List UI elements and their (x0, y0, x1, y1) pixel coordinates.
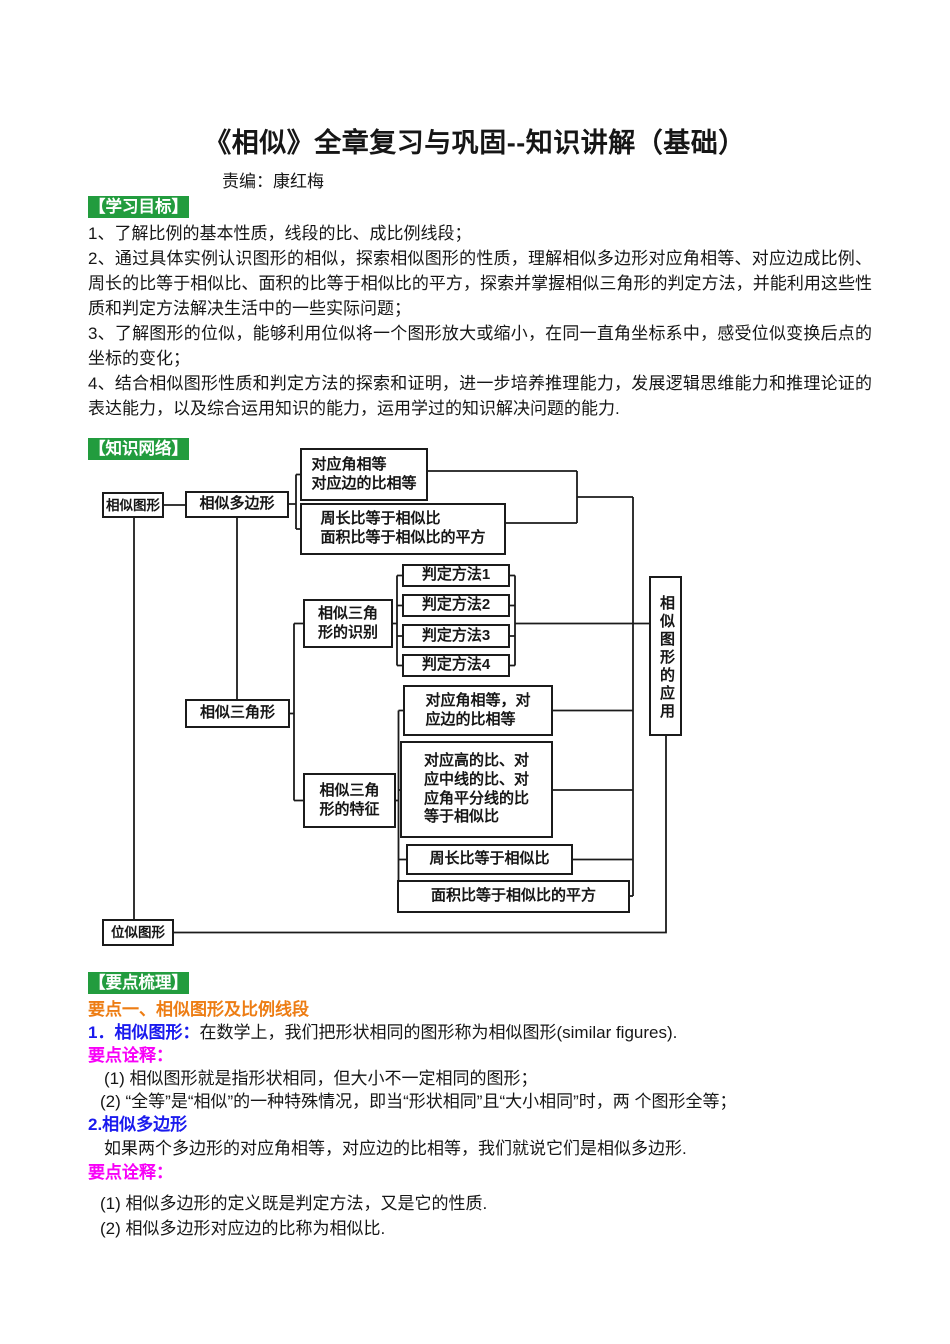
notes-label: 要点诠释： (88, 1163, 173, 1182)
note-item: (2) 相似多边形对应边的比称为相似比. (100, 1219, 386, 1238)
notes-label: 要点诠释： (88, 1046, 173, 1065)
note-item: (2) “全等”是“相似”的一种特殊情况，即当“形状相同”且“大小相同”时，两 … (100, 1092, 737, 1111)
diagram-box-feat-area: 面积比等于相似比的平方 (397, 880, 630, 913)
diagram-box-method3: 判定方法3 (402, 624, 510, 648)
keypoint-2: 2.相似多边形 (88, 1113, 872, 1136)
section-heading-keypoints: 【要点梳理】 (88, 972, 189, 994)
note-item: (1) 相似多边形的定义既是判定方法，又是它的性质. (100, 1194, 488, 1213)
diagram-box-application: 相似图形的应用 (649, 576, 682, 736)
byline: 责编：康红梅 (222, 172, 324, 191)
diagram-box-similar-polygons: 相似多边形 (185, 491, 289, 518)
document-page: 《相似》全章复习与巩固--知识讲解（基础） 责编：康红梅 【学习目标】 1、了解… (0, 128, 950, 1238)
goal-item: 2、通过具体实例认识图形的相似，探索相似图形的性质，理解相似多边形对应角相等、对… (88, 249, 872, 318)
section-keypoints: 【要点梳理】 (88, 972, 872, 994)
page-title: 《相似》全章复习与巩固--知识讲解（基础） (204, 128, 746, 158)
goal-item: 4、结合相似图形性质和判定方法的探索和证明，进一步培养推理能力，发展逻辑思维能力… (88, 374, 872, 418)
goal-item: 3、了解图形的位似，能够利用位似将一个图形放大或缩小，在同一直角坐标系中，感受位… (88, 324, 872, 368)
keypoint-1: 1．相似图形：在数学上，我们把形状相同的图形称为相似图形(similar fig… (88, 1021, 872, 1044)
diagram-box-poly-ratios: 周长比等于相似比 面积比等于相似比的平方 (300, 503, 506, 555)
knowledge-diagram: 相似图形 相似多边形 对应角相等 对应边的比相等 周长比等于相似比 面积比等于相… (0, 446, 950, 954)
keypoint-text: 在数学上，我们把形状相同的图形称为相似图形(similar figures). (199, 1023, 678, 1042)
diagram-box-poly-props: 对应角相等 对应边的比相等 (300, 448, 428, 501)
section-goals: 【学习目标】 (88, 196, 872, 218)
diagram-box-feat-angles: 对应角相等，对 应边的比相等 (403, 685, 553, 736)
diagram-box-feat-segments: 对应高的比、对 应中线的比、对 应角平分线的比 等于相似比 (400, 741, 553, 838)
diagram-box-similar-triangles: 相似三角形 (185, 699, 290, 728)
diagram-box-tri-identify: 相似三角 形的识别 (303, 599, 393, 648)
diagram-box-method2: 判定方法2 (402, 594, 510, 617)
diagram-box-feat-perimeter: 周长比等于相似比 (406, 844, 573, 875)
connector-lines (133, 470, 667, 934)
diagram-box-homothetic: 位似图形 (102, 919, 174, 946)
diagram-box-tri-features: 相似三角 形的特征 (303, 773, 396, 828)
diagram-box-method4: 判定方法4 (402, 654, 510, 677)
keypoint-label: 1．相似图形： (88, 1023, 200, 1042)
diagram-box-similar-figures: 相似图形 (102, 492, 164, 518)
keypoint-text: 如果两个多边形的对应角相等，对应边的比相等，我们就说它们是相似多边形. (104, 1139, 687, 1158)
topic-heading: 要点一、相似图形及比例线段 (88, 1000, 309, 1019)
section-heading-network: 【知识网络】 (88, 438, 189, 460)
diagram-box-method1: 判定方法1 (402, 564, 510, 587)
section-network: 【知识网络】 (88, 438, 872, 460)
note-item: (1) 相似图形就是指形状相同，但大小不一定相同的图形； (104, 1069, 538, 1088)
section-heading-goals: 【学习目标】 (88, 196, 189, 218)
goal-item: 1、了解比例的基本性质，线段的比、成比例线段； (88, 224, 472, 243)
keypoint-label: 2.相似多边形 (88, 1115, 188, 1134)
